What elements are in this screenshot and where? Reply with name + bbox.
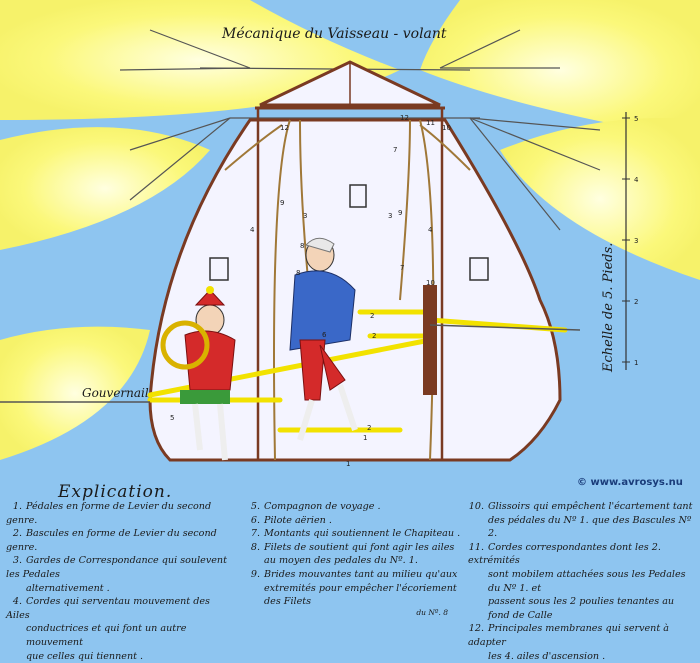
part-number-label: 7	[393, 146, 397, 154]
legend-item: 3.Gardes de Correspondance qui soulevent…	[6, 554, 234, 595]
legend-item: 8.Filets de soutient qui font agir les a…	[244, 541, 462, 568]
part-number-label: 5	[170, 414, 174, 422]
wing-spars	[119, 29, 601, 231]
part-number-label: 12	[280, 124, 289, 132]
scale-tick-label: 1	[634, 359, 638, 367]
legend-item: 11.Cordes correspondantes dont les 2. ex…	[468, 541, 698, 623]
legend-item-line: 4.Cordes qui serventau mouvement des Ail…	[6, 596, 210, 621]
part-number-label: 7	[400, 264, 404, 272]
part-number-label: 11	[426, 119, 435, 127]
bowsprit	[429, 324, 581, 331]
wing-mid-left	[0, 127, 210, 250]
legend-item-line: 7.Montants qui soutiennent le Chapiteau …	[244, 527, 462, 541]
legend-item-number: 5.	[250, 501, 260, 512]
legend-item-number: 1.	[12, 501, 22, 512]
legend-item: 7.Montants qui soutiennent le Chapiteau …	[244, 527, 462, 541]
legend-item: 5.Compagnon de voyage .	[244, 500, 462, 514]
legend: Explication. 1.Pédales en forme de Levie…	[0, 480, 700, 662]
legend-item-line: que celles qui tiennent .	[26, 650, 144, 662]
legend-item: 1.Pédales en forme de Levier du second g…	[6, 500, 234, 527]
wings	[0, 0, 700, 460]
legend-item-line: alternativement .	[26, 582, 110, 594]
part-number-label: 6	[322, 331, 327, 339]
part-number-label: 2	[372, 332, 376, 340]
legend-item-line: 2.Bascules en forme de Levier du second …	[6, 528, 217, 553]
part-number-label: 1	[346, 460, 350, 468]
scale-tick-label: 2	[634, 298, 638, 306]
chapiteau-roof	[255, 60, 445, 110]
part-number-label: 12	[400, 114, 409, 122]
legend-heading: Explication.	[58, 482, 173, 502]
part-number-label: 8	[296, 269, 300, 277]
part-number-label: 2	[367, 424, 371, 432]
legend-column-1: 1.Pédales en forme de Levier du second g…	[6, 500, 234, 663]
legend-item-line: 5.Compagnon de voyage .	[244, 500, 462, 514]
wing-mid-right	[500, 118, 700, 280]
part-number-label: 8	[300, 242, 304, 250]
scale-label: Echelle de 5. Pieds.	[601, 243, 616, 373]
part-number-label: 4	[250, 226, 255, 234]
legend-item-line: des pédales du Nº 1. que des Bascules Nº…	[488, 514, 692, 540]
part-number-label: 4	[428, 226, 433, 234]
legend-item-subnote: du Nº. 8	[416, 607, 448, 617]
legend-item-line: 1.Pédales en forme de Levier du second g…	[6, 501, 212, 526]
legend-item: 9.Brides mouvantes tant au milieu qu'aux…	[244, 568, 462, 617]
legend-item-number: 10.	[468, 501, 484, 512]
legend-item-line: 12.Principales membranes qui servent à a…	[468, 623, 669, 648]
legend-item: 10.Glissoirs qui empêchent l'écartement …	[468, 500, 698, 541]
legend-item: 12.Principales membranes qui servent à a…	[468, 622, 698, 663]
legend-item-line: 9.Brides mouvantes tant au milieu qu'aux	[244, 568, 462, 582]
windows	[209, 184, 489, 281]
scale-tick-label: 4	[634, 176, 639, 184]
legend-item-number: 12.	[468, 623, 484, 635]
legend-item-line: sont mobilem attachées sous les Pedales …	[488, 568, 686, 594]
flying-ship-illustration: Gouvernail Mécanique du Vaisseau - volan…	[0, 0, 700, 488]
legend-item-line: 8.Filets de soutient qui font agir les a…	[244, 541, 462, 555]
legend-item-number: 4.	[12, 596, 22, 608]
part-number-label: 1	[363, 434, 367, 442]
legend-item-number: 6.	[250, 514, 260, 526]
legend-column-2: 5.Compagnon de voyage .6.Pilote aërien .…	[244, 500, 462, 617]
scale-ruler: 5 4 3 2 1 Echelle de 5. Pieds.	[601, 112, 639, 373]
gouvernail-label: Gouvernail	[82, 386, 149, 400]
wing-top-right	[420, 0, 700, 140]
legend-item-number: 11.	[468, 541, 484, 553]
part-number-label: 3	[303, 212, 307, 220]
legend-item-line: au moyen des pedales du Nº. 1.	[264, 555, 418, 567]
legend-item: 4.Cordes qui serventau mouvement des Ail…	[6, 595, 234, 663]
legend-item-line: les 4. ailes d'ascension .	[488, 650, 606, 662]
part-number-label: 3	[388, 212, 392, 220]
legend-item-line: conductrices et qui font un autre mouvem…	[26, 623, 187, 648]
part-number-label: 10	[426, 279, 435, 287]
legend-item-line: extremités pour empêcher l'écoriement de…	[264, 582, 457, 608]
legend-item-line: 11.Cordes correspondantes dont les 2. ex…	[468, 541, 661, 567]
pilot-figure	[289, 237, 358, 441]
part-number-label: 9	[280, 199, 284, 207]
part-number-label: 10	[442, 124, 451, 132]
legend-column-3: 10.Glissoirs qui empêchent l'écartement …	[468, 500, 698, 663]
legend-item-number: 2.	[12, 528, 22, 540]
scale-tick-label: 5	[634, 115, 638, 123]
companion-figure	[160, 286, 236, 461]
legend-item-line: 6.Pilote aërien .	[244, 514, 462, 528]
legend-item-line: 3.Gardes de Correspondance qui soulevent…	[6, 555, 227, 580]
wing-bottom-left	[0, 326, 150, 460]
legend-item-line: passent sous les 2 poulies tenantes au f…	[488, 596, 675, 621]
legend-item-number: 8.	[250, 541, 260, 553]
scale-tick-label: 3	[634, 237, 638, 245]
legend-item: 2.Bascules en forme de Levier du second …	[6, 527, 234, 554]
credit-text: © www.avrosys.nu	[577, 477, 683, 488]
page-title: Mécanique du Vaisseau - volant	[221, 26, 447, 42]
glissoir-column	[423, 285, 437, 395]
legend-item-number: 3.	[12, 555, 22, 567]
legend-item-number: 7.	[250, 528, 260, 540]
part-number-label: 2	[370, 312, 374, 320]
legend-item-number: 9.	[250, 568, 260, 580]
legend-item-line: 10.Glissoirs qui empêchent l'écartement …	[468, 501, 693, 512]
legend-item: 6.Pilote aërien .	[244, 514, 462, 528]
part-number-label: 9	[398, 209, 402, 217]
